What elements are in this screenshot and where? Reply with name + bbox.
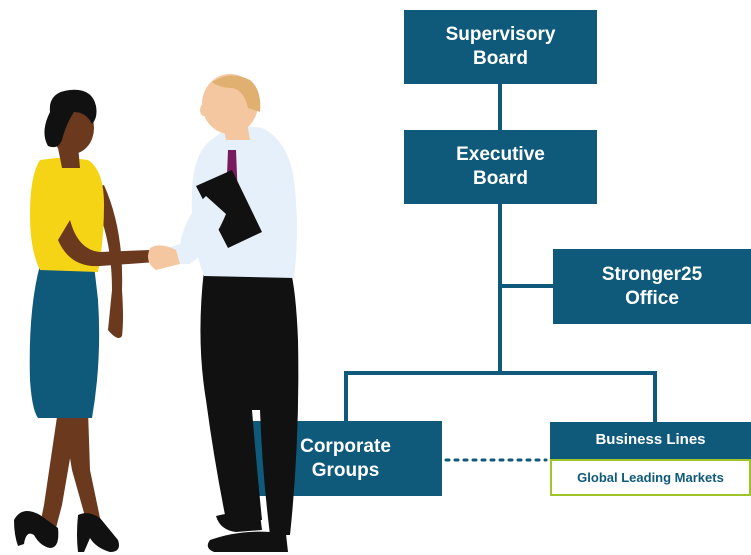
executive-board-box: Executive Board xyxy=(404,130,597,204)
global-leading-markets-label: Global Leading Markets xyxy=(577,470,724,485)
business-lines-box: Business Lines xyxy=(550,422,751,459)
global-leading-markets-box: Global Leading Markets xyxy=(550,459,751,496)
supervisory-board-line2: Board xyxy=(473,48,528,69)
stronger25-office-box: Stronger25 Office xyxy=(553,249,751,324)
executive-board-line2: Board xyxy=(473,168,528,189)
stronger25-office-line1: Stronger25 xyxy=(601,263,703,285)
supervisory-board-box: Supervisory Board xyxy=(404,10,597,84)
corporate-groups-line1: Corporate xyxy=(300,435,391,457)
corporate-groups-line2: Groups xyxy=(311,459,380,481)
woman-figure-icon xyxy=(14,89,156,552)
man-figure-icon xyxy=(148,74,299,552)
stronger25-office-line2: Office xyxy=(625,287,679,309)
supervisory-board-line1: Supervisory xyxy=(445,24,556,46)
executive-board-line1: Executive xyxy=(456,144,545,166)
business-lines-label: Business Lines xyxy=(595,431,706,449)
